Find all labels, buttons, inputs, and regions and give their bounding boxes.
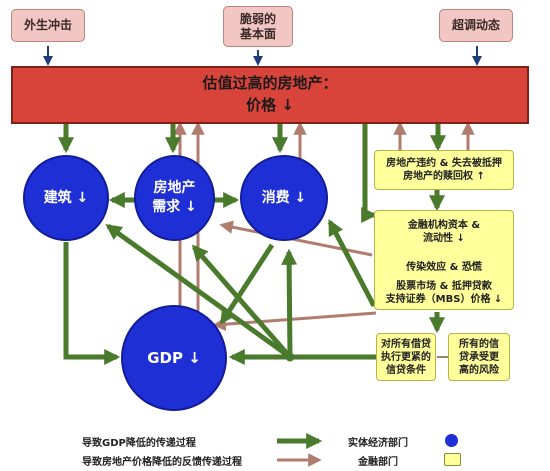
legend-financial-sector-label: 金融部门	[358, 457, 398, 468]
higher-credit-risk-box: 所有的信 贷承受更 高的风险	[448, 333, 510, 381]
banner-line-2: 价格 ↓	[246, 96, 294, 114]
loan-risk-link	[437, 356, 448, 358]
capital-liquidity-text: 金融机构资本 & 流动性 ↓	[407, 220, 481, 244]
legend-price-feedback-label: 导致房地产价格降低的反馈传递过程	[82, 457, 242, 468]
gdp-node: GDP ↓	[121, 305, 227, 411]
consumption-node: 消费 ↓	[240, 155, 328, 241]
external-shock-box: 外生冲击	[11, 9, 85, 42]
financial-stack-box	[374, 210, 514, 310]
legend-real-economy-circle-icon	[445, 434, 458, 447]
legend-real-economy-label: 实体经济部门	[348, 438, 408, 449]
arrow-banner-to-financial	[361, 124, 378, 224]
default-foreclosure-box: 房地产违约 & 失去被抵押 房地产的赎回权 ↑	[374, 150, 514, 190]
tighter-loan-terms-box: 对所有借贷 执行更紧的 信贷条件	[376, 333, 436, 381]
housing-demand-node: 房地产 需求 ↓	[134, 155, 215, 241]
construction-node: 建筑 ↓	[23, 155, 109, 241]
arrow-consumption-to-gdp	[219, 243, 275, 325]
arrow-construction-to-gdp	[63, 242, 121, 366]
arrow-financial-to-consumption	[327, 219, 377, 308]
arrow-hub-to-demand	[191, 244, 292, 359]
overshooting-box: 超调动态	[439, 9, 513, 42]
mbs-price-text: 股票市场 & 抵押贷款 支持证券（MBS）价格 ↓	[385, 281, 503, 305]
arrow-hub-to-construction	[105, 223, 292, 360]
banner-line-1: 估值过高的房地产：	[202, 74, 338, 93]
arrow-hub-to-consumption	[281, 248, 298, 358]
contagion-panic-text: 传染效应 & 恐慌	[406, 261, 482, 273]
legend-gdp-transmission-label: 导致GDP降低的传递过程	[82, 438, 196, 449]
overvalued-real-estate-banner: 估值过高的房地产： 价格 ↓	[11, 66, 529, 124]
weak-fundamentals-box: 脆弱的 基本面	[223, 6, 293, 47]
arrow-hub-node	[285, 352, 295, 362]
legend-financial-sector-rect-icon	[444, 453, 461, 466]
